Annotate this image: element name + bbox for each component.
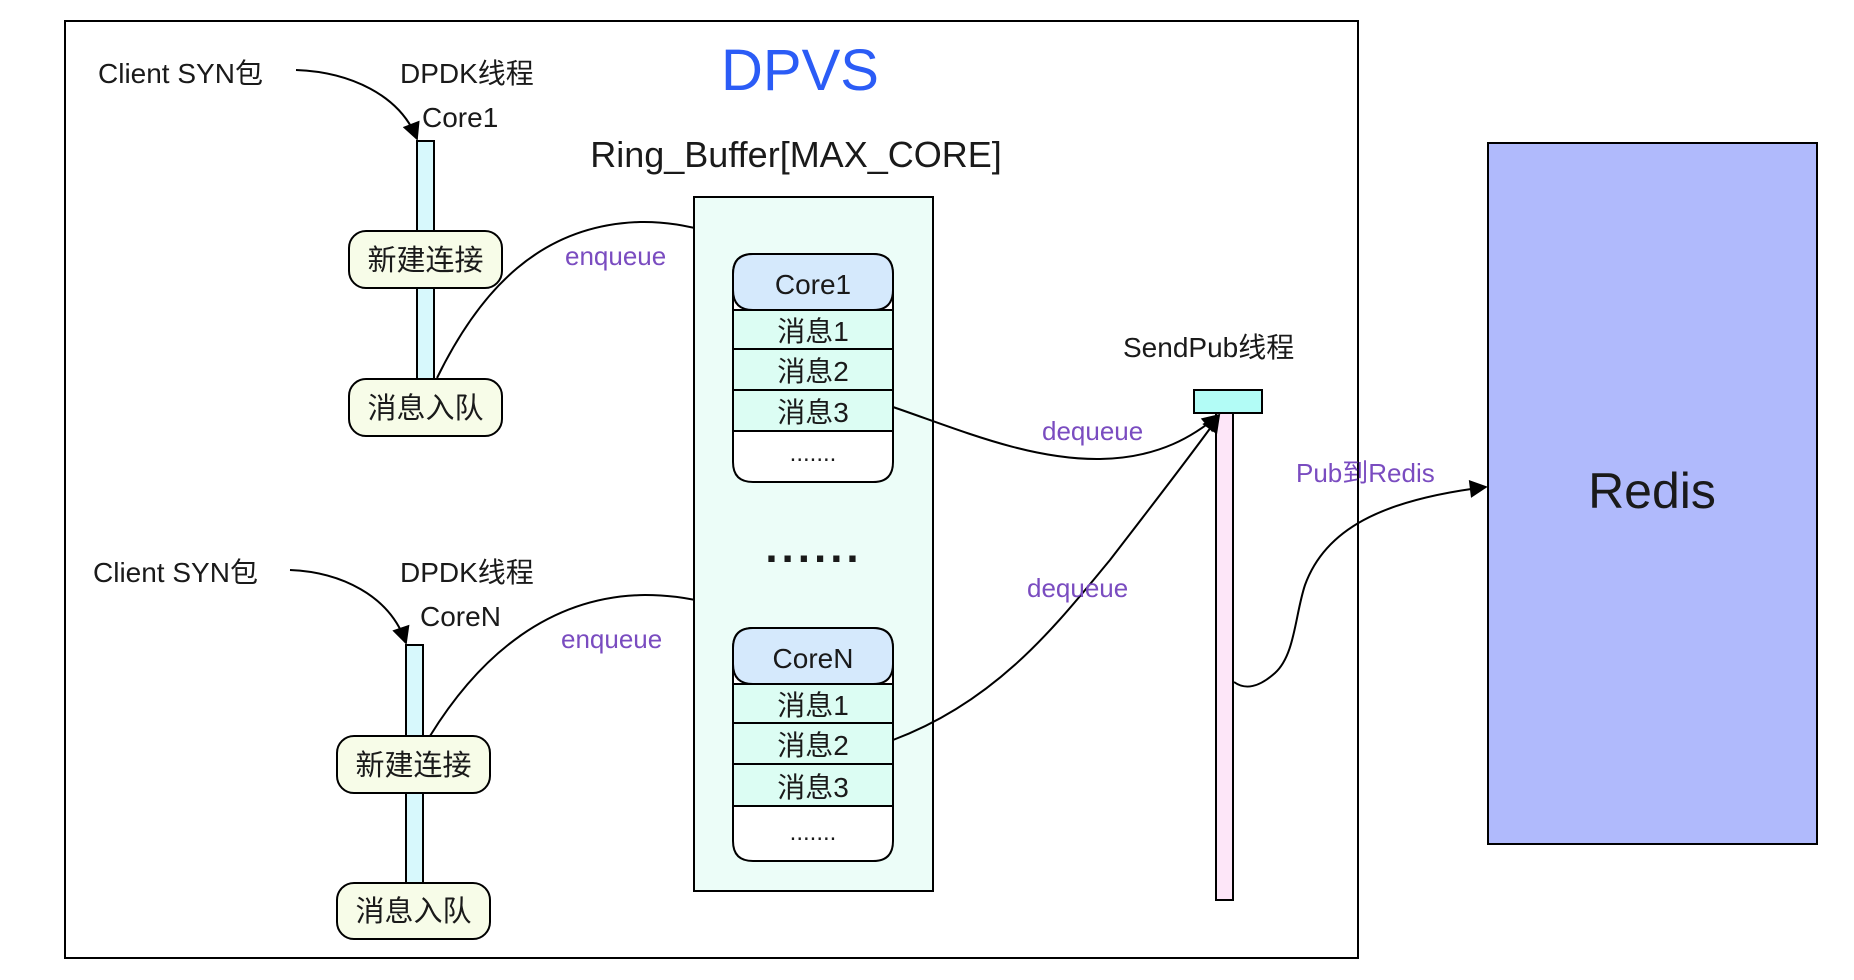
sendpub-label: SendPub线程 [1123,332,1294,363]
step-new-connection-label: 新建连接 [367,244,483,277]
pub-to-redis-label: Pub到Redis [1296,458,1435,488]
core-label: Core1 [422,102,498,133]
queue-header: Core1 [775,269,851,300]
dequeue-arrow [892,414,1221,741]
queue-more: ....... [790,819,837,846]
step-new-connection-label: 新建连接 [355,749,471,782]
syn-arrow [295,69,420,141]
queue-coren[interactable]: CoreN 消息1 消息2 消息3 ....... [732,627,894,862]
queue-message: 消息1 [777,316,849,347]
queue-message: 消息3 [777,772,849,803]
core-label: CoreN [420,601,501,632]
sendpub-head [1193,389,1263,414]
redis-node[interactable]: Redis [1487,142,1818,845]
dequeue-arrow [892,406,1221,461]
client-syn-label: Client SYN包 [98,58,263,89]
queue-message: 消息2 [777,356,849,387]
client-syn-label: Client SYN包 [93,557,258,588]
dpdk-thread-label: DPDK线程 [400,557,534,588]
dpdk-thread-coren: Client SYN包 DPDK线程 CoreN 新建连接 消息入队 enque… [93,557,769,940]
pub-to-redis-arrow [1233,480,1488,688]
syn-arrow [289,569,410,645]
queue-core1[interactable]: Core1 消息1 消息2 消息3 ....... [732,253,894,483]
queue-message: 消息2 [777,730,849,761]
queue-header: CoreN [773,643,854,674]
step-enqueue-message-label: 消息入队 [367,392,483,425]
queue-message: 消息1 [777,690,849,721]
step-new-connection[interactable]: 新建连接 [336,735,491,794]
sendpub-lifeline-bar [1215,412,1234,901]
queue-more: ....... [790,440,837,467]
step-enqueue-message-label: 消息入队 [355,895,471,928]
dequeue-label: dequeue [1027,573,1128,603]
queue-message: 消息3 [777,397,849,428]
ring-buffer-title: Ring_Buffer[MAX_CORE] [590,134,1002,175]
step-new-connection[interactable]: 新建连接 [348,230,503,289]
enqueue-label: enqueue [561,624,662,654]
enqueue-label: enqueue [565,241,666,271]
dequeue-label: dequeue [1042,416,1143,446]
ring-buffer-ellipsis: ...... [765,523,862,572]
dpdk-thread-core1: Client SYN包 DPDK线程 Core1 新建连接 消息入队 enque… [98,58,764,437]
step-enqueue-message[interactable]: 消息入队 [336,882,491,940]
dpdk-thread-label: DPDK线程 [400,58,534,89]
step-enqueue-message[interactable]: 消息入队 [348,378,503,437]
redis-label: Redis [1588,463,1716,519]
dpvs-title: DPVS [721,38,879,103]
